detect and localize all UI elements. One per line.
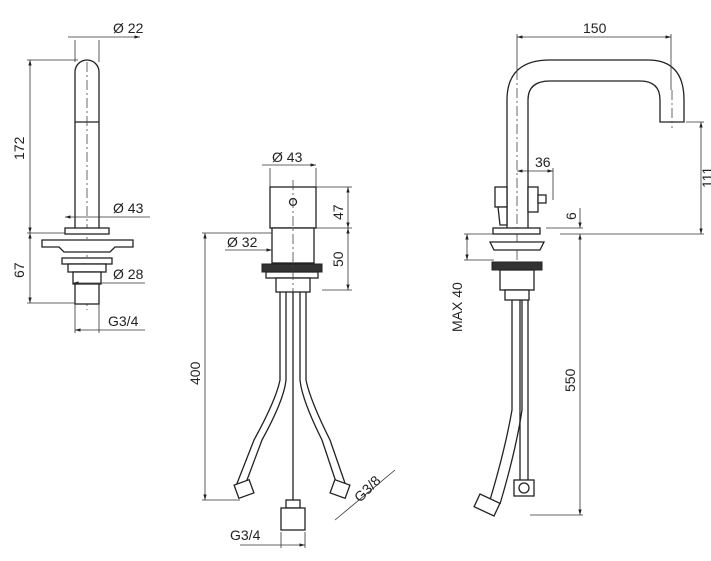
dimensions: [464, 34, 704, 516]
dim-diameter-28: Ø 28: [113, 266, 144, 282]
base-flange: [41, 227, 134, 305]
base: [488, 227, 546, 301]
dim-diameter-32: Ø 32: [227, 234, 258, 250]
dim-550: 550: [562, 368, 578, 392]
hoses: [473, 300, 535, 517]
dim-max-40: MAX 40: [449, 282, 465, 332]
dim-diameter-22: Ø 22: [113, 20, 144, 36]
spout: [506, 59, 685, 300]
dim-172: 172: [11, 136, 27, 160]
dim-50: 50: [330, 251, 346, 267]
spout-view: 150 111 36 6 MAX 40 550: [449, 20, 711, 517]
handle: [494, 186, 547, 226]
dim-400: 400: [187, 361, 203, 385]
dimensions: [27, 35, 150, 333]
dim-diameter-43: Ø 43: [113, 200, 144, 216]
dim-67: 67: [11, 262, 27, 278]
side-view: Ø 22 172 Ø 43 67 Ø 28 G3/4: [11, 20, 150, 333]
mixer-view: Ø 43 47 50 Ø 32 400 G3/8 G3/4: [187, 149, 396, 548]
dim-6: 6: [563, 212, 579, 220]
dim-36: 36: [535, 154, 551, 170]
dim-thread-g38: G3/8: [351, 472, 384, 505]
dim-thread-g34: G3/4: [108, 313, 139, 329]
dim-150: 150: [583, 20, 607, 36]
dim-thread-g34: G3/4: [230, 527, 261, 543]
dim-47: 47: [330, 204, 346, 220]
dim-diameter-43: Ø 43: [272, 149, 303, 165]
hoses: [233, 292, 351, 531]
dim-111: 111: [699, 167, 711, 188]
mixer-body: [261, 180, 323, 300]
dimensions: [202, 163, 396, 548]
